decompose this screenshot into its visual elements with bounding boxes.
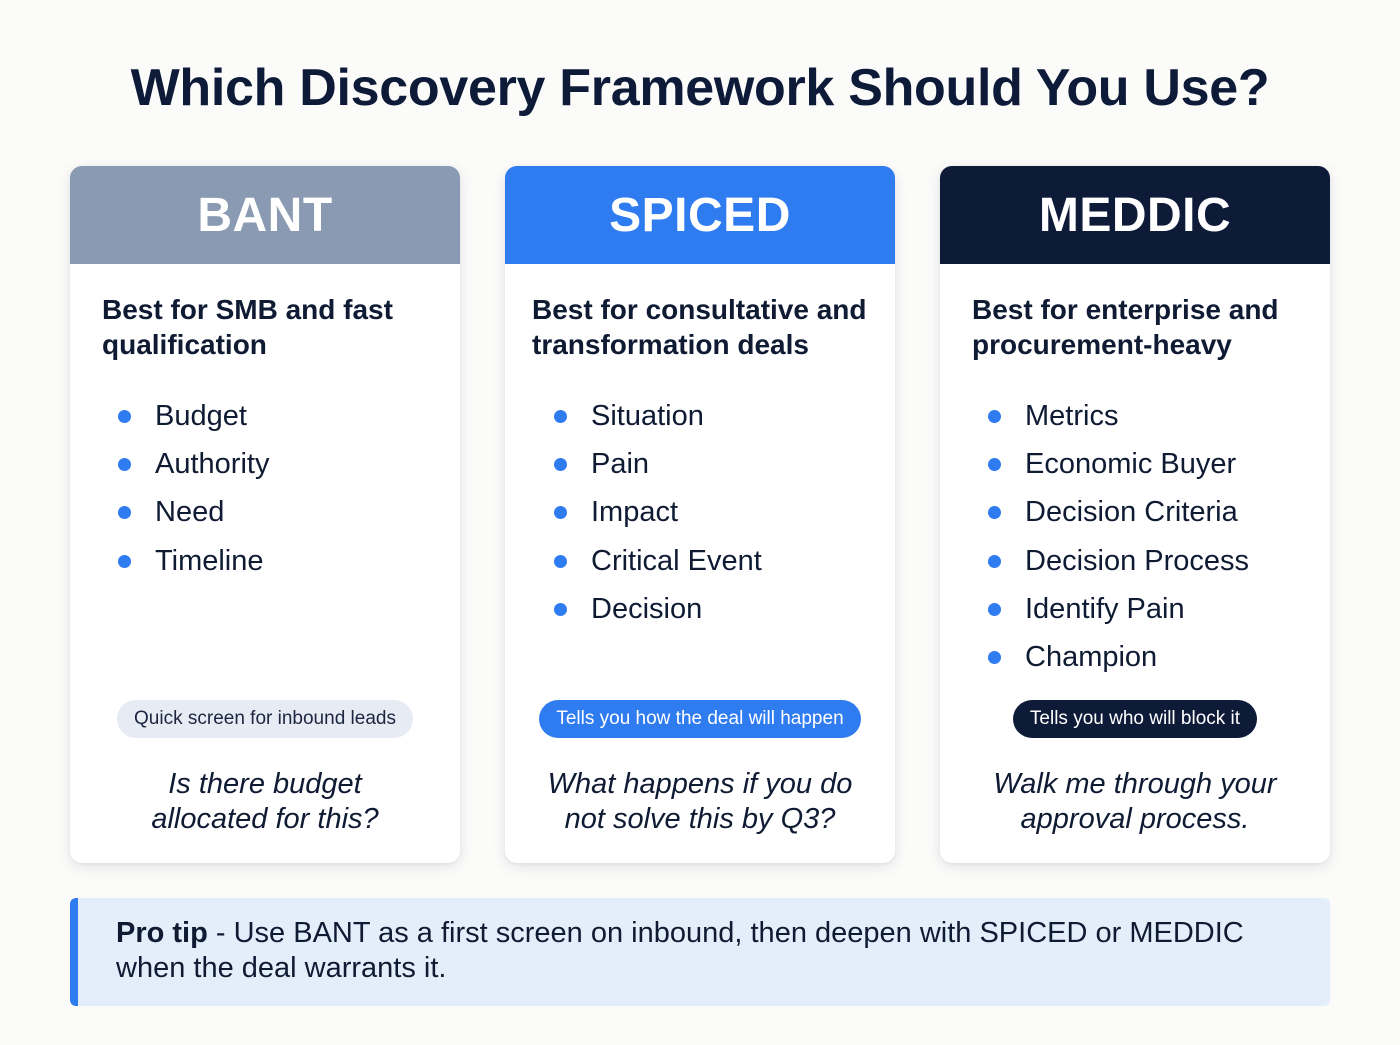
card-header-meddic: MEDDIC [940, 166, 1330, 264]
card-header-spiced: SPICED [505, 166, 895, 264]
bullet-icon [988, 409, 1001, 423]
list-item: Decision Process [988, 537, 1298, 585]
list-item: Budget [118, 392, 428, 440]
bullet-icon [988, 602, 1001, 616]
bullet-icon [554, 506, 567, 520]
list-item: Metrics [988, 392, 1298, 440]
bullet-icon [988, 554, 1001, 568]
list-item: Situation [554, 392, 863, 440]
bullet-icon [118, 409, 131, 423]
pro-tip-callout: Pro tip - Use BANT as a first screen on … [70, 898, 1330, 1006]
sample-question: What happens if you do not solve this by… [547, 768, 853, 835]
card-spiced: SPICED Best for consultative and transfo… [505, 166, 895, 863]
tag-badge: Quick screen for inbound leads [117, 700, 413, 738]
card-header-bant: BANT [70, 166, 460, 264]
list-item: Decision [554, 585, 863, 633]
bullet-icon [554, 602, 567, 616]
bullet-icon [554, 457, 567, 471]
list-item: Economic Buyer [988, 440, 1298, 488]
pro-tip-text: - Use BANT as a first screen on inbound,… [116, 917, 1244, 984]
bullet-icon [118, 506, 131, 520]
sample-question: Walk me through your approval process. [993, 768, 1277, 835]
framework-items-list: Metrics Economic Buyer Decision Criteria… [972, 392, 1298, 682]
framework-items-list: Situation Pain Impact Critical Event Dec… [532, 392, 863, 633]
best-for-text: Best for consultative and transformation… [532, 294, 867, 360]
best-for-text: Best for enterprise and procurement-heav… [972, 294, 1279, 360]
sample-question: Is there budget allocated for this? [151, 768, 379, 835]
bullet-icon [988, 506, 1001, 520]
tag-badge: Tells you how the deal will happen [539, 700, 861, 738]
bullet-icon [118, 457, 131, 471]
bullet-icon [554, 554, 567, 568]
framework-items-list: Budget Authority Need Timeline [102, 392, 428, 585]
list-item: Timeline [118, 537, 428, 585]
tag-badge: Tells you who will block it [1012, 700, 1258, 738]
list-item: Champion [988, 633, 1298, 681]
bullet-icon [988, 457, 1001, 471]
list-item: Critical Event [554, 537, 863, 585]
list-item: Decision Criteria [988, 489, 1298, 537]
list-item: Need [118, 489, 428, 537]
card-bant: BANT Best for SMB and fast qualification… [70, 166, 460, 863]
pro-tip-label: Pro tip [116, 917, 208, 949]
bullet-icon [988, 651, 1001, 665]
bullet-icon [554, 409, 567, 423]
best-for-text: Best for SMB and fast qualification [102, 294, 393, 360]
card-meddic: MEDDIC Best for enterprise and procureme… [940, 166, 1330, 863]
bullet-icon [118, 554, 131, 568]
list-item: Impact [554, 489, 863, 537]
list-item: Authority [118, 440, 428, 488]
list-item: Pain [554, 440, 863, 488]
list-item: Identify Pain [988, 585, 1298, 633]
page-title: Which Discovery Framework Should You Use… [130, 59, 1270, 117]
